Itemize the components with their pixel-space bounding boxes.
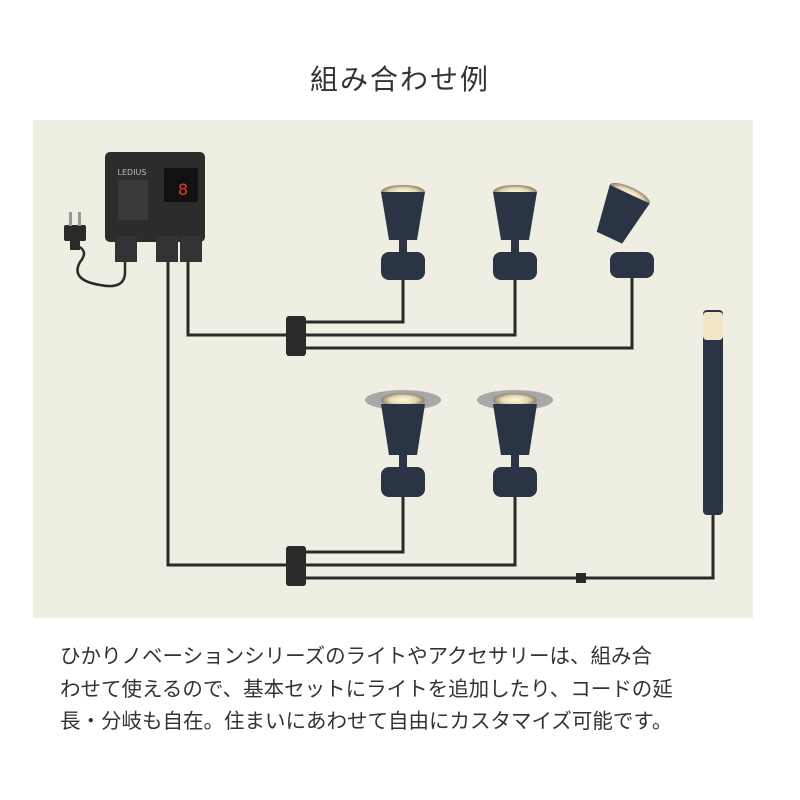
cable-light-2 [305, 278, 517, 337]
page-title: 組み合わせ例 [309, 63, 490, 96]
description-line: わせて使えるので、基本セットにライトを追加したり、コードの延 [60, 676, 673, 701]
cable-branch-1 [186, 262, 290, 337]
transformer-logo: LEDIUS [118, 168, 147, 177]
transformer-display: 8 [178, 180, 188, 199]
bollard-light [703, 310, 723, 515]
spot-light-2 [493, 185, 537, 280]
description-line: 長・分岐も自在。住まいにあわせて自由にカスタマイズ可能です。 [60, 709, 673, 733]
cable-light-1 [305, 280, 405, 324]
power-plug-icon [64, 212, 86, 250]
cable-light-3 [305, 278, 634, 350]
spot-light-3-angled [596, 182, 654, 278]
cable-light-5 [305, 497, 517, 567]
cable-light-4 [305, 497, 405, 554]
cables [74, 243, 715, 580]
junction-connector-1 [286, 316, 306, 356]
power-cord [74, 243, 127, 288]
flange-light-1 [365, 390, 441, 497]
description: ひかりノベーションシリーズのライトやアクセサリーは、組み合 わせて使えるので、基… [60, 640, 750, 738]
cable-bollard [305, 515, 715, 580]
junction-connector-2 [286, 546, 306, 586]
extension-connector [576, 573, 586, 583]
spot-light-1 [381, 185, 425, 280]
description-line: ひかりノベーションシリーズのライトやアクセサリーは、組み合 [60, 644, 653, 668]
flange-light-2 [477, 390, 553, 497]
transformer: 8 LEDIUS [105, 152, 205, 262]
cable-branch-2 [166, 262, 290, 567]
